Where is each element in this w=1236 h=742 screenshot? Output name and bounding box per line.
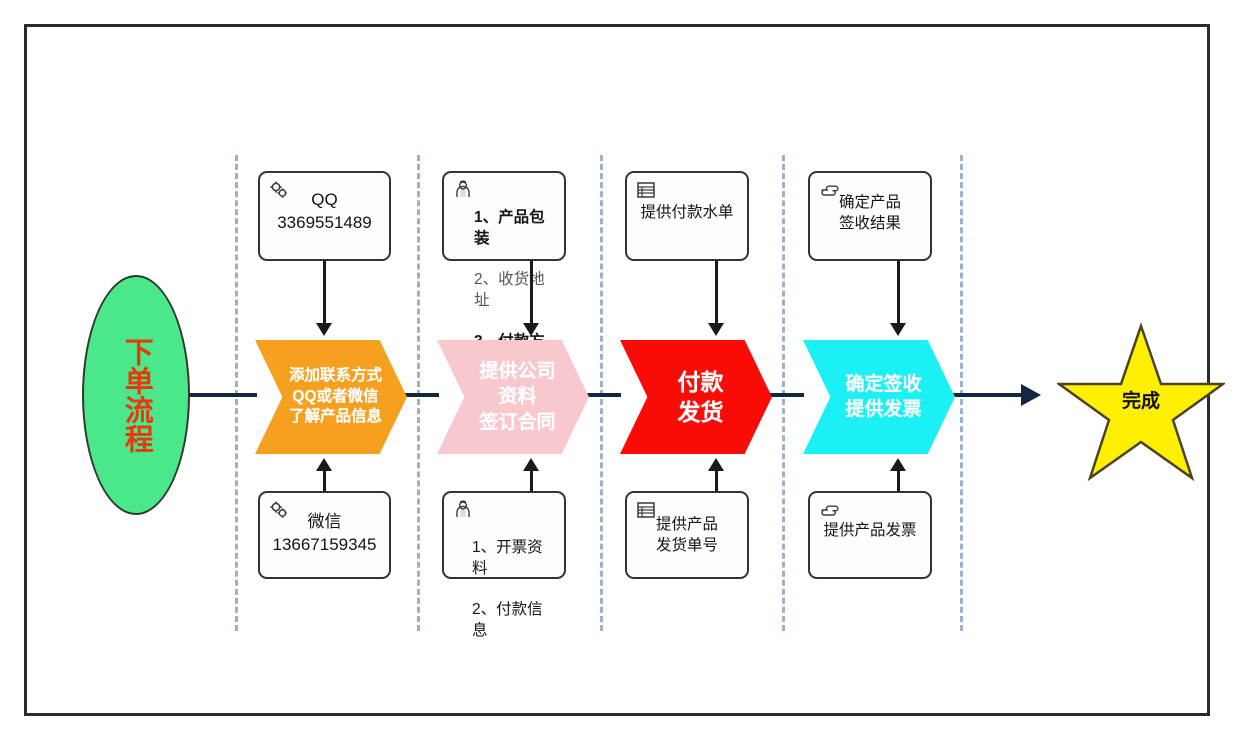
person-icon [452,499,474,521]
star-shape [1055,322,1227,482]
chevron-stage-1-label: 添加联系方式 QQ或者微信 了解产品信息 [288,367,382,426]
note-stage-1-bottom[interactable]: 微信 13667159345 [258,491,391,579]
note-stage-1-top-text: QQ 3369551489 [277,190,372,232]
connector-arrow-stage-4-top [890,323,906,336]
gears-icon [268,179,290,201]
flow-arrowhead-finish [1021,384,1041,406]
note-stage-4-top-text: 确定产品 签收结果 [838,194,901,232]
note-line: 2、付款信息 [472,601,543,639]
connector-arrow-stage-1-top [316,323,332,336]
pointing-hand-icon [818,179,840,201]
note-stage-2-bottom[interactable]: 1、开票资料 2、付款信息 [442,491,566,639]
connector-stage-2-top [530,261,533,325]
pointing-hand-icon [818,499,840,521]
note-line: 1、产品包装 [474,208,545,247]
connector-arrow-stage-3-top [708,323,724,336]
note-line: 1、开票资料 [472,538,543,577]
chevron-stage-1[interactable]: 添加联系方式 QQ或者微信 了解产品信息 [255,340,407,454]
diagram-frame: 下单流程 [24,24,1227,716]
table-icon [635,499,657,521]
note-stage-3-bottom[interactable]: 提供产品 发货单号 [625,491,749,579]
note-stage-2-bottom-text: 1、开票资料 2、付款信息 [452,517,556,662]
note-stage-1-bottom-text: 微信 13667159345 [272,512,377,554]
start-node[interactable]: 下单流程 [82,275,190,515]
note-stage-2-top[interactable]: 1、产品包装 2、收货地址 3、付款方式 [442,171,566,371]
note-line: 2、收货地址 [474,271,545,309]
note-stage-3-top-text: 提供付款水单 [640,204,734,221]
note-stage-4-bottom-text: 提供产品发票 [823,522,917,539]
connector-stage-3-top [715,261,718,325]
flow-line-to-finish [938,393,1028,397]
chevron-stage-3[interactable]: 付款 发货 [620,340,772,454]
connector-arrow-stage-4-bottom [890,458,906,471]
connector-arrow-stage-2-top [523,323,539,336]
note-stage-4-bottom[interactable]: 提供产品发票 [808,491,932,579]
finish-node[interactable]: 完成 [1055,322,1227,482]
connector-arrow-stage-3-bottom [708,458,724,471]
note-stage-1-top[interactable]: QQ 3369551489 [258,171,391,261]
connector-arrow-stage-1-bottom [316,458,332,471]
chevron-stage-4[interactable]: 确定签收 提供发票 [803,340,955,454]
note-stage-4-top[interactable]: 确定产品 签收结果 [808,171,932,261]
start-node-label: 下单流程 [120,337,153,453]
flow-line-3-4 [756,393,804,397]
gears-icon [268,499,290,521]
chevron-stage-2[interactable]: 提供公司 资料 签订合同 [437,340,589,454]
table-icon [635,179,657,201]
connector-stage-4-top [897,261,900,325]
person-icon [452,179,474,201]
note-stage-3-bottom-text: 提供产品 发货单号 [655,516,718,554]
chevron-stage-4-label: 确定签收 提供发票 [845,373,922,420]
flow-line-2-3 [573,393,621,397]
connector-stage-1-top [323,261,326,325]
connector-arrow-stage-2-bottom [523,458,539,471]
chevron-stage-3-label: 付款 发货 [677,368,724,425]
flow-line-start [137,393,257,397]
flow-line-1-2 [391,393,439,397]
note-stage-3-top[interactable]: 提供付款水单 [625,171,749,261]
chevron-stage-2-label: 提供公司 资料 签订合同 [479,361,556,433]
